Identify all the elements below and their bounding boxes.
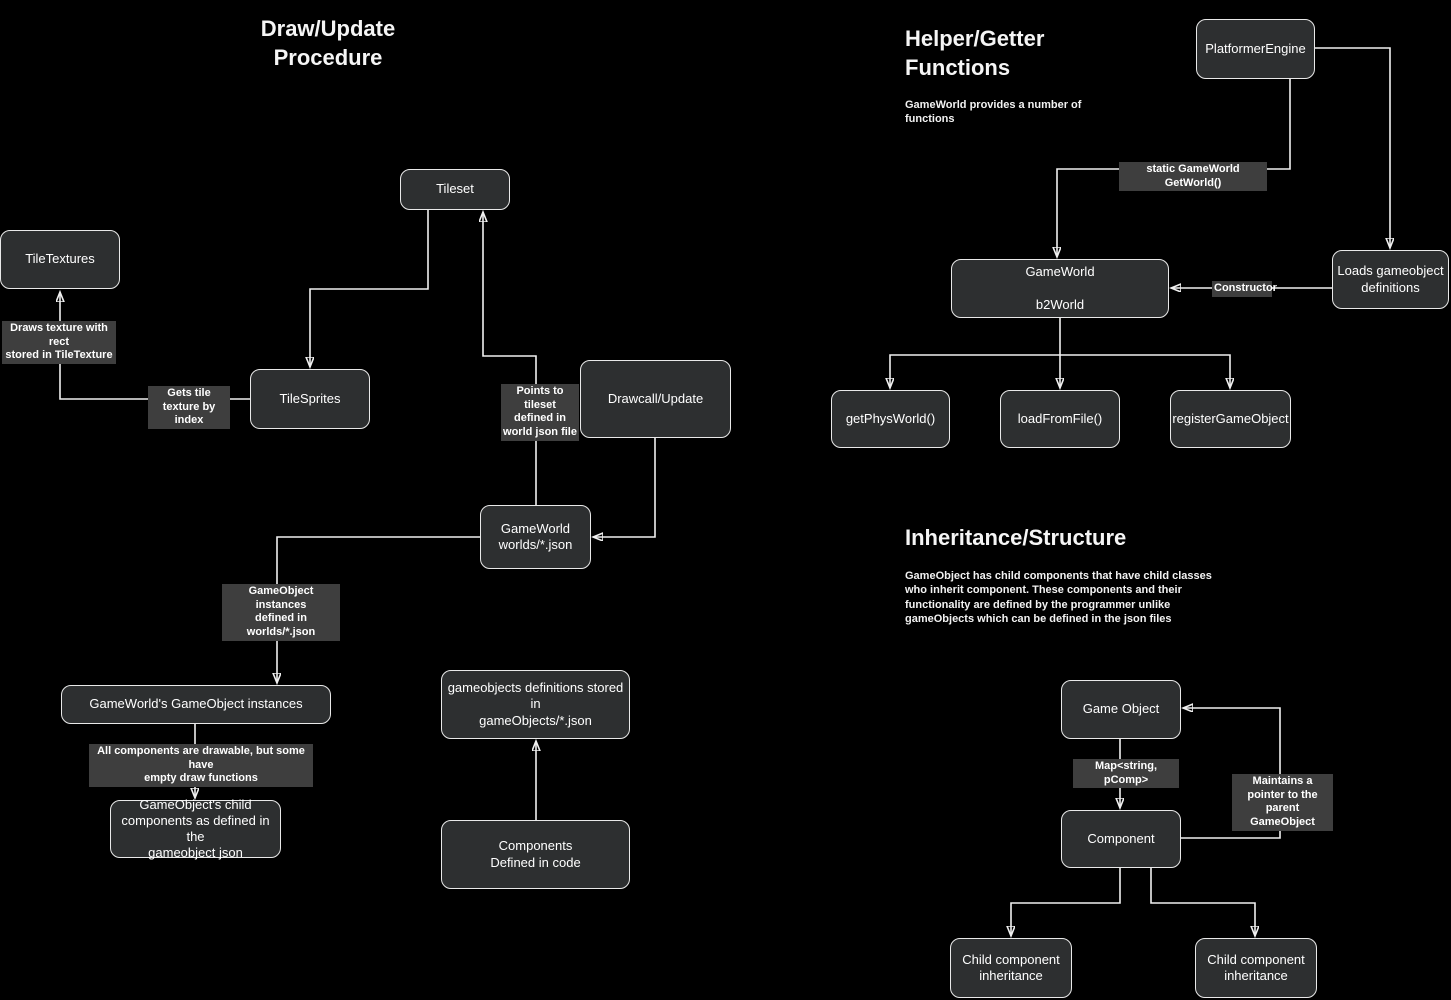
edge-label-gets-tile-texture: Gets tile texture by index <box>148 386 230 429</box>
edge-label-constructor: Constructor <box>1212 281 1277 297</box>
edge-gameworld-to-registergameobject <box>1060 354 1230 387</box>
edge-component-to-childleft <box>1011 868 1121 935</box>
node-getphysworld[interactable]: getPhysWorld() <box>831 390 950 448</box>
edge-drawcall-to-gameworldworlds <box>594 438 656 537</box>
desc-inheritance: GameObject has child components that hav… <box>905 570 1212 625</box>
node-gameobjects-definitions[interactable]: gameobjects definitions stored in gameOb… <box>441 670 630 739</box>
edge-label-maintains-pointer: Maintains a pointer to the parent GameOb… <box>1232 774 1333 831</box>
node-platformer-engine[interactable]: PlatformerEngine <box>1196 19 1315 79</box>
node-loadfromfile[interactable]: loadFromFile() <box>1000 390 1120 448</box>
edge-component-to-childright <box>1150 868 1255 935</box>
edge-gameworld-to-getphysworld <box>890 318 1061 387</box>
node-gameworld-b2world[interactable]: GameWorld b2World <box>951 259 1169 318</box>
edge-label-map-pcomp: Map<string, pComp> <box>1073 759 1179 789</box>
node-tilesprites[interactable]: TileSprites <box>250 369 370 429</box>
node-component[interactable]: Component <box>1061 810 1181 868</box>
node-child-component-inheritance-left[interactable]: Child component inheritance <box>950 938 1072 998</box>
node-drawcall-update[interactable]: Drawcall/Update <box>580 360 731 438</box>
node-child-component-inheritance-right[interactable]: Child component inheritance <box>1195 938 1317 998</box>
node-registergameobject[interactable]: registerGameObject <box>1170 390 1291 448</box>
node-tileset[interactable]: Tileset <box>400 169 510 210</box>
title-draw-update-procedure: Draw/Update Procedure <box>260 16 396 71</box>
edge-tileset-to-tilesprites <box>310 210 429 366</box>
node-gameworld-worlds-json[interactable]: GameWorld worlds/*.json <box>480 505 591 569</box>
title-helper-getter-functions: Helper/Getter Functions <box>905 26 1045 81</box>
node-gameobject-child-components[interactable]: GameObject's child components as defined… <box>110 797 281 860</box>
node-tiletextures[interactable]: TileTextures <box>0 230 120 289</box>
desc-helper-getter: GameWorld provides a number of functions <box>905 99 1082 126</box>
edge-label-static-getworld: static GameWorld GetWorld() <box>1119 162 1267 192</box>
node-game-object[interactable]: Game Object <box>1061 680 1181 739</box>
edge-platformer-to-loadsgameobject <box>1315 47 1390 247</box>
edge-component-to-gameobject <box>1181 708 1281 839</box>
edge-label-gameobject-instances: GameObject instances defined in worlds/*… <box>222 584 340 641</box>
node-gameworld-gameobject-instances[interactable]: GameWorld's GameObject instances <box>61 685 331 724</box>
edge-label-draws-texture: Draws texture with rect stored in TileTe… <box>2 321 116 364</box>
node-components-defined-in-code[interactable]: Components Defined in code <box>441 820 630 889</box>
edge-label-points-to-tileset: Points to tileset defined in world json … <box>501 384 579 441</box>
edge-label-all-components-drawable: All components are drawable, but some ha… <box>89 744 313 787</box>
edge-gameworldworlds-to-tileset <box>483 213 537 505</box>
title-inheritance-structure: Inheritance/Structure <box>905 525 1127 550</box>
node-loads-gameobject-definitions[interactable]: Loads gameobject definitions <box>1332 250 1449 309</box>
